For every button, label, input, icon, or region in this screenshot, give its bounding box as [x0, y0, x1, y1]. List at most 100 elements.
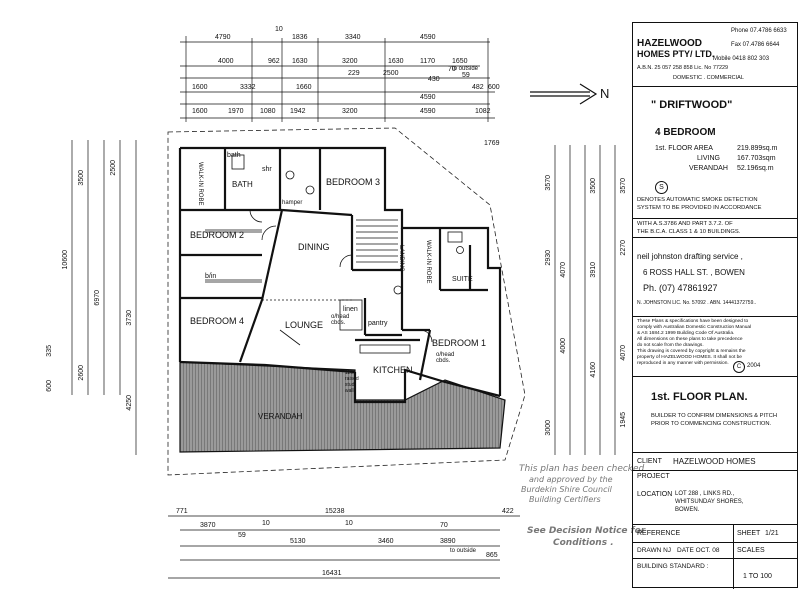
room-pantry: pantry — [368, 320, 388, 327]
project-row: PROJECT LOCATION LOT 288 , LINKS RD., WH… — [633, 471, 797, 525]
dim-right-13: 1945 — [620, 412, 627, 428]
reference-row: REFERENCE SHEET 1/21 — [633, 525, 797, 543]
dim-top-2: 10 — [275, 26, 283, 33]
floor-area-label: 1st. FLOOR AREA — [655, 145, 713, 152]
dim-row4-2: 1970 — [228, 108, 244, 115]
company-phone: Phone 07.4786 6633 — [731, 28, 787, 34]
drawn-label: DRAWN NJ — [637, 547, 672, 554]
room-bath: BATH — [232, 180, 253, 189]
verandah-deck — [179, 361, 506, 453]
smoke-note-4: THE B.C.A. CLASS 1 & 10 BUILDINGS. — [637, 229, 741, 235]
dim-bottom-total: 16431 — [322, 570, 342, 577]
copyright-line-4: All dimensions on these plans to take pr… — [637, 337, 743, 342]
dim-bottom-9: 5130 — [290, 538, 306, 545]
dim-row2b-2: 2500 — [383, 70, 399, 77]
room-lounge: LOUNGE — [285, 320, 324, 330]
copyright-line-5: do not scale from the drawings. — [637, 343, 704, 348]
standard-row: BUILDING STANDARD : 1 TO 100 — [633, 559, 797, 589]
copyright-line-8: reproduced in any manner with permission… — [637, 361, 729, 366]
dim-row4-5: 3200 — [342, 108, 358, 115]
dim-row2-4: 3200 — [342, 58, 358, 65]
roof-outline — [167, 127, 526, 476]
company-abn: A.B.N. 25 057 258 858 Lic. No 77229 — [637, 65, 729, 71]
dim-bottom-11: 3890 — [440, 538, 456, 545]
copyright-year: 2004 — [747, 363, 761, 369]
living-value: 167.703sqm — [737, 155, 776, 162]
location-line-1: LOT 288 , LINKS RD., — [675, 491, 735, 497]
verandah-label: VERANDAH — [689, 165, 728, 172]
dim-row3-3: 1660 — [296, 84, 312, 91]
dim-row4-1: 1600 — [192, 108, 208, 115]
plan-title: 1st. FLOOR PLAN. — [651, 391, 748, 403]
room-shower: shr — [262, 166, 272, 173]
copyright-line-2: comply with Australian Domestic Construc… — [637, 325, 752, 330]
room-dining: DINING — [298, 242, 330, 252]
reference-divider — [733, 525, 734, 542]
copyright-section: These Plans & specifications have been d… — [633, 317, 797, 377]
dim-bottom-6: 10 — [345, 520, 353, 527]
dim-left-7: 335 — [46, 345, 53, 357]
dim-left-3: 2500 — [110, 160, 117, 176]
dim-top-1: 4790 — [215, 34, 231, 41]
smoke-symbol: S — [659, 184, 664, 191]
company-mobile: Mobile 0418 802 303 — [713, 56, 770, 62]
dim-row2b-1: 229 — [348, 70, 360, 77]
stamp-line-3: Burdekin Shire Council — [521, 485, 612, 494]
dim-bottom-4: 3870 — [200, 522, 216, 529]
dim-right-8: 4000 — [560, 338, 567, 354]
dim-bottom-2: 15238 — [325, 508, 345, 515]
company-fax: Fax 07.4786 6644 — [731, 42, 780, 48]
standard-divider — [733, 559, 734, 589]
copyright-icon: C — [733, 361, 745, 373]
room-bedroom-2: BEDROOM 2 — [190, 230, 245, 240]
dim-row2b-5: 59 — [462, 72, 470, 79]
dim-left-2: 3500 — [78, 170, 85, 186]
smoke-note-1: DENOTES AUTOMATIC SMOKE DETECTION — [637, 197, 758, 203]
drafting-line-4: N. JOHNSTON LIC. No. 57092 . ABN. 144413… — [637, 300, 757, 306]
drawn-row: DRAWN NJ DATE OCT. 08 SCALES — [633, 543, 797, 559]
dim-row2-5: 1630 — [388, 58, 404, 65]
wc-fixture — [285, 170, 295, 180]
floor-area-value: 219.899sq.m — [737, 145, 778, 152]
dim-left-9: 2600 — [78, 365, 85, 381]
drafting-section: neil johnston drafting service , 6 ROSS … — [633, 237, 797, 317]
dim-right-6: 3910 — [590, 262, 597, 278]
design-section: " DRIFTWOOD" 4 BEDROOM 1st. FLOOR AREA 2… — [633, 87, 797, 219]
client-row: CLIENT HAZELWOOD HOMES — [633, 453, 797, 471]
room-overhead-cupboards-2: o/head cbds. — [436, 352, 455, 364]
verandah-value: 52.196sq.m — [737, 165, 774, 172]
dim-row3-1: 1600 — [192, 84, 208, 91]
company-type: DOMESTIC . COMMERCIAL — [673, 75, 744, 81]
north-label: N — [600, 86, 610, 101]
room-suite: SUITE — [452, 276, 473, 283]
living-label: LIVING — [697, 155, 720, 162]
client-label: CLIENT — [637, 458, 662, 465]
room-verandah: VERANDAH — [258, 412, 303, 421]
copyright-line-1: These Plans & specifications have been d… — [637, 319, 749, 324]
dim-right-5: 4070 — [560, 262, 567, 278]
dim-bottom-10: 3460 — [378, 538, 394, 545]
kitchen-bench — [359, 344, 411, 354]
dim-bottom-8: 59 — [238, 532, 246, 539]
copyright-line-6: This drawing is covered by copyright & r… — [637, 349, 746, 354]
room-walkin-robe-2: WALK-IN ROBE — [425, 240, 431, 284]
copyright-line-7: property of HAZELWOOD HOMES. It shall no… — [637, 355, 742, 360]
room-walkin-robe: WALK-IN ROBE — [197, 162, 203, 206]
stamp-line-5: See Decision Notice for — [527, 526, 646, 536]
dim-row3-2: 3332 — [240, 84, 256, 91]
room-linen: linen — [343, 306, 358, 313]
dim-right-12: 1769 — [484, 140, 500, 147]
dim-left-6: 4250 — [126, 395, 133, 411]
dim-bottom-5: 10 — [262, 520, 270, 527]
dim-bottom-3: 422 — [502, 508, 514, 515]
building-standard-label: BUILDING STANDARD : — [637, 563, 709, 570]
smoke-note-3: WITH A.S.3786 AND PART 3.7.2. OF — [637, 221, 733, 227]
dim-right-10: 4070 — [620, 345, 627, 361]
drafting-line-3: Ph. (07) 47861927 — [643, 283, 718, 293]
plan-note-1: BUILDER TO CONFIRM DIMENSIONS & PITCH — [651, 413, 778, 419]
location-line-3: BOWEN. — [675, 507, 700, 513]
dim-row2-2: 962 — [268, 58, 280, 65]
company-section: HAZELWOOD HOMES PTY/ LTD. Phone 07.4786 … — [633, 23, 797, 87]
dim-row2b-4: 70 — [448, 66, 456, 73]
dim-bottom-1: 771 — [176, 508, 188, 515]
